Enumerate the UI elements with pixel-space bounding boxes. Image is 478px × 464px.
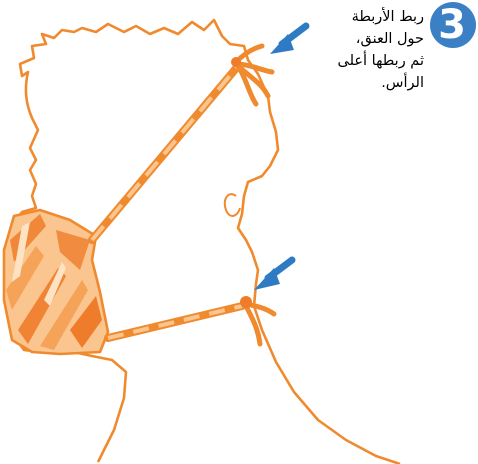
step-badge: 3 bbox=[426, 2, 478, 48]
lower-knot bbox=[240, 296, 252, 308]
lower-arrow-icon bbox=[254, 260, 292, 290]
instruction-line: حول العنق، bbox=[312, 28, 424, 50]
instruction-line: ربط الأربطة bbox=[312, 6, 424, 28]
upper-arrow-icon bbox=[270, 26, 306, 54]
instruction-line: الرأس. bbox=[312, 72, 424, 94]
instruction-text: ربط الأربطة حول العنق، ثم ربطها أعلى الر… bbox=[312, 6, 424, 94]
upper-knot bbox=[231, 57, 241, 67]
step-number: 3 bbox=[426, 2, 478, 48]
upper-knot-strings bbox=[236, 46, 272, 104]
ear-outline bbox=[225, 194, 240, 216]
instruction-line: ثم ربطها أعلى bbox=[312, 50, 424, 72]
mask bbox=[4, 210, 108, 354]
